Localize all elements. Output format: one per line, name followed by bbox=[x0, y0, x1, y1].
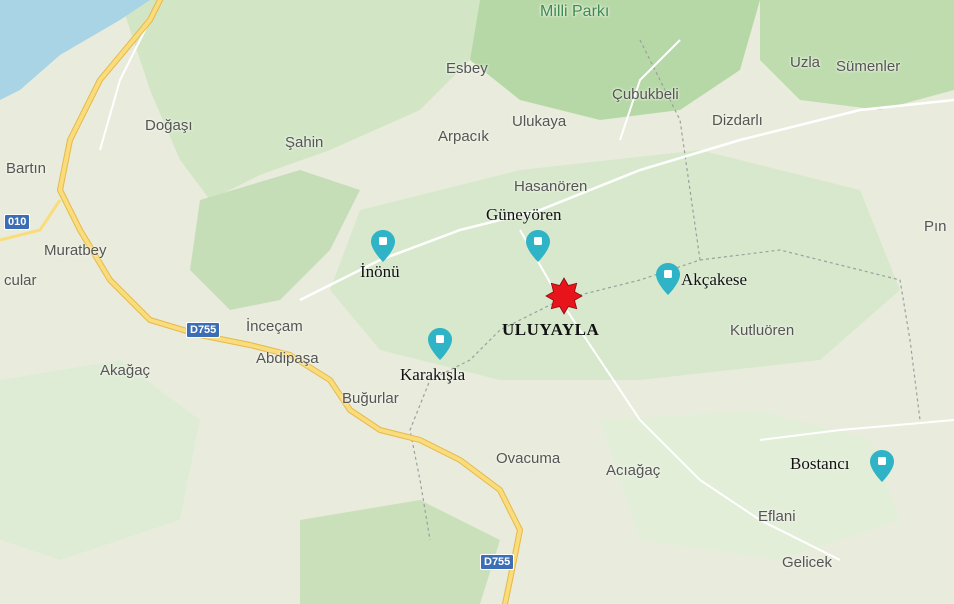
label-akagac: Akağaç bbox=[100, 362, 151, 379]
minor-road-bostanci bbox=[759, 419, 954, 441]
location-pin-icon[interactable] bbox=[870, 450, 894, 482]
road-shield-d755-lower: D755 bbox=[480, 554, 515, 570]
forest-area-west bbox=[190, 170, 360, 310]
label-dogasi: Doğaşı bbox=[145, 117, 193, 134]
label-aciagac: Acıağaç bbox=[606, 462, 661, 479]
forest-area-southeast bbox=[600, 410, 900, 560]
boundary-line-west bbox=[409, 39, 701, 541]
location-pin-icon[interactable] bbox=[526, 230, 550, 262]
forest-area-central bbox=[330, 150, 900, 380]
label-incecam: İnceçam bbox=[246, 318, 303, 335]
label-milli-parki: Milli Parkı bbox=[540, 3, 610, 20]
site-label-uluyayla: ULUYAYLA bbox=[502, 320, 600, 339]
label-abdipasa: Abdipaşa bbox=[256, 350, 319, 367]
label-dizdarli: Dizdarlı bbox=[712, 112, 763, 129]
forest-area-park bbox=[470, 0, 760, 120]
label-kutluoren: Kutluören bbox=[730, 322, 795, 339]
label-pin-edge: Pın bbox=[924, 218, 947, 235]
label-esbey: Esbey bbox=[446, 60, 488, 77]
location-pin-icon[interactable] bbox=[656, 263, 680, 295]
minor-road-north bbox=[619, 39, 681, 141]
road-shield-d755-upper: D755 bbox=[186, 322, 221, 338]
label-sahin: Şahin bbox=[285, 134, 324, 151]
pin-label-bostanci: Bostancı bbox=[790, 454, 850, 473]
boundary-line-east bbox=[699, 249, 921, 421]
site-star-icon[interactable] bbox=[545, 277, 583, 315]
label-hasanoren: Hasanören bbox=[514, 178, 588, 195]
pin-label-akcakese: Akçakese bbox=[681, 270, 748, 289]
minor-road-east bbox=[299, 98, 954, 302]
highway-010 bbox=[0, 199, 62, 242]
pin-label-guneyoren: Güneyören bbox=[486, 205, 562, 224]
label-cubukbeli: Çubukbeli bbox=[612, 86, 679, 103]
label-uzla: Uzla bbox=[790, 54, 821, 71]
forest-area-south bbox=[300, 500, 500, 604]
label-eflani: Eflani bbox=[758, 508, 796, 525]
label-bugurlar: Buğurlar bbox=[342, 390, 399, 407]
label-cular: cular bbox=[4, 272, 37, 289]
label-sumenler: Sümenler bbox=[836, 58, 901, 75]
location-pin-icon[interactable] bbox=[371, 230, 395, 262]
label-muratbey: Muratbey bbox=[44, 242, 107, 259]
label-arpacik: Arpacık bbox=[438, 128, 489, 145]
label-bartin: Bartın bbox=[6, 160, 47, 177]
forest-area-northeast bbox=[760, 0, 954, 110]
pin-label-inonu: İnönü bbox=[360, 262, 400, 281]
label-ulukaya: Ulukaya bbox=[512, 113, 567, 130]
sea-area bbox=[0, 0, 150, 100]
label-ovacuma: Ovacuma bbox=[496, 450, 561, 467]
forest-area-southwest bbox=[0, 360, 200, 560]
highway-d755 bbox=[58, 0, 522, 604]
label-gelicek: Gelicek bbox=[782, 554, 833, 571]
location-pin-icon[interactable] bbox=[428, 328, 452, 360]
pin-label-karakisla: Karakışla bbox=[400, 365, 466, 384]
road-shield-010: 010 bbox=[4, 214, 31, 230]
forest-area-north bbox=[120, 0, 480, 200]
